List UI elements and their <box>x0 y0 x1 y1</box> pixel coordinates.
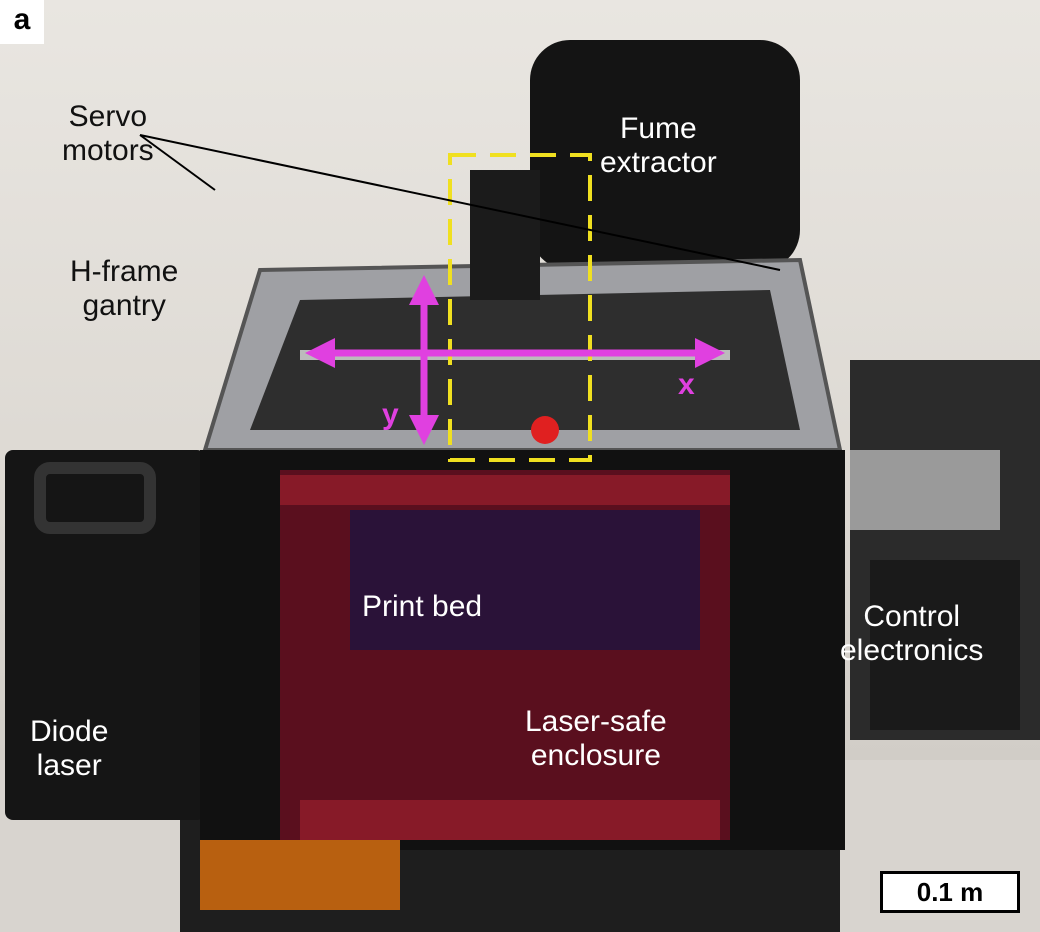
label-h-frame-gantry: H-frame gantry <box>70 255 179 322</box>
label-axis-y: y <box>382 398 399 431</box>
carriage-highlight-box <box>448 153 592 462</box>
fume-extractor-unit <box>530 40 800 270</box>
axis-arrows <box>305 275 725 445</box>
label-fume-extractor: Fume extractor <box>600 112 717 179</box>
panel-label: a <box>0 0 44 44</box>
label-servo-motors: Servo motors <box>62 100 154 167</box>
leader-line <box>139 134 216 191</box>
scale-bar: 0.1 m <box>880 871 1020 913</box>
label-control-electronics: Control electronics <box>840 600 984 667</box>
label-axis-x: x <box>678 368 695 401</box>
diode-laser-unit <box>5 450 205 820</box>
servo-motor <box>470 170 540 300</box>
label-laser-safe-enclosure: Laser-safe enclosure <box>525 705 667 772</box>
leader-line <box>139 134 781 271</box>
label-diode-laser: Diode laser <box>30 715 109 782</box>
label-print-bed: Print bed <box>362 590 483 623</box>
print-bed-plate <box>350 510 700 650</box>
switch-panel <box>200 840 400 910</box>
